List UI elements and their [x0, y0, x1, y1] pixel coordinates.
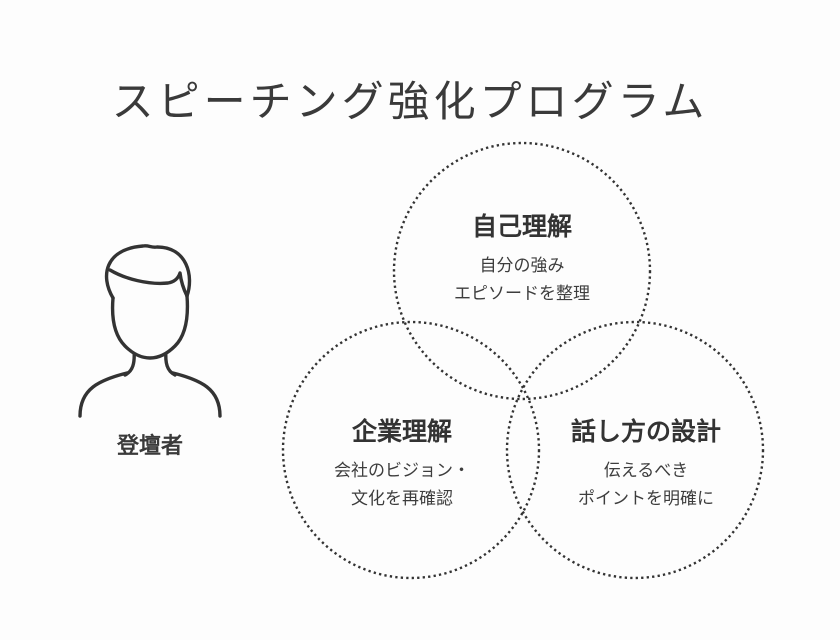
venn-desc-self-line2: エピソードを整理 — [454, 284, 590, 304]
venn-title-speech-design: 話し方の設計 — [570, 418, 721, 446]
venn-desc-speech-line1: 伝えるべき — [603, 461, 689, 480]
venn-circle-company-understanding — [281, 320, 541, 580]
venn-desc-self-line1: 自分の強み — [479, 256, 565, 275]
venn-label-company-understanding: 企業理解 会社のビジョン・ 文化を再確認 — [282, 412, 522, 513]
venn-desc-company-line1: 会社のビジョン・ — [334, 461, 470, 480]
venn-desc-speech-line2: ポイントを明確に — [578, 489, 714, 509]
person-hair-outline — [104, 244, 192, 300]
venn-label-self-understanding: 自己理解 自分の強み エピソードを整理 — [402, 207, 642, 308]
person-shoulder-left — [78, 371, 129, 418]
venn-title-self-understanding: 自己理解 — [471, 213, 572, 241]
person-shoulder-right — [171, 371, 222, 418]
venn-circle-speech-design — [505, 320, 765, 580]
venn-desc-company-line2: 文化を再確認 — [351, 489, 453, 509]
speaker-label: 登壇者 — [116, 433, 183, 458]
venn-title-company-understanding: 企業理解 — [351, 418, 452, 446]
venn-circle-self-understanding — [392, 141, 652, 401]
page-title: スピーチング強化プログラム — [111, 78, 709, 126]
venn-label-speech-design: 話し方の設計 伝えるべき ポイントを明確に — [521, 412, 771, 513]
person-outline-icon — [78, 244, 222, 418]
person-face — [110, 294, 190, 360]
person-hair-fringe — [108, 268, 189, 298]
